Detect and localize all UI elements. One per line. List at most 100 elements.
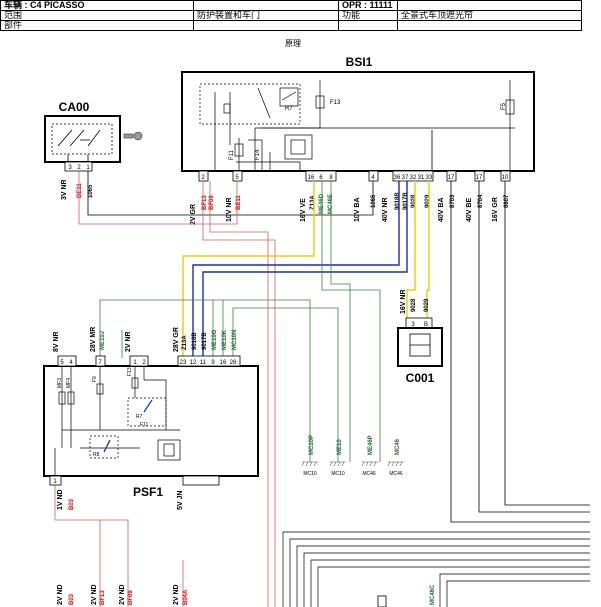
conn-psf-c: 2V NR xyxy=(125,331,132,352)
pin-ca00-1: 2 xyxy=(77,165,81,171)
f13-psf-label: F13 xyxy=(127,367,133,376)
pin-psf-b: 7 xyxy=(98,360,102,366)
mf4-label: MF4 xyxy=(66,378,72,388)
pin-psf-d4: 16 xyxy=(220,360,227,366)
c001-pins xyxy=(405,317,433,329)
ground-wire-me46p: ME46P xyxy=(368,435,374,455)
vehicle-value: : C4 PICASSO xyxy=(24,0,85,10)
psf1-top-pins xyxy=(57,355,241,367)
pin-psf-c1: 2 xyxy=(142,360,146,366)
wire-9017b-psf: 9017B xyxy=(202,332,208,350)
ground-mc46: MC46 MC46 xyxy=(387,438,404,477)
ground-mc10p: MC10P MC10 xyxy=(301,435,318,477)
bottom-connector xyxy=(377,595,387,607)
bsi1-pins xyxy=(198,170,511,182)
pin-psf-a1: 4 xyxy=(69,360,73,366)
pin-bsi-f: 17 xyxy=(448,175,455,181)
wire-me10k: ME10K xyxy=(222,329,228,350)
ca00-box xyxy=(44,115,121,163)
ground-wire-mc10p: MC10P xyxy=(309,435,315,455)
wire-b03: B03 xyxy=(69,593,75,605)
wire-9029-c001: 9029 xyxy=(424,298,430,312)
key-icon xyxy=(123,131,143,141)
wires-black xyxy=(87,171,590,523)
conn-bsi-e: 40V NR xyxy=(382,197,389,222)
pin-ca00-2: 1 xyxy=(86,165,90,171)
conn-psf-d: 28V GR xyxy=(173,327,180,352)
wire-me10j: ME10J xyxy=(100,331,106,350)
wire-be11-ca00: BE11 xyxy=(77,183,83,198)
wires-yellow xyxy=(182,181,430,358)
pin-bsi-d: 4 xyxy=(371,175,375,181)
c001-box xyxy=(397,327,443,367)
wire-9017b-bsi: 9017B xyxy=(403,192,409,210)
header-table: 车辆 : C4 PICASSO OPR : 11111 范围 防护装置和车门 功… xyxy=(0,0,601,31)
conn-c001: 16V NR xyxy=(400,289,407,314)
vehicle-label: 车辆 xyxy=(4,0,23,10)
ground-ref-mc46: MC46 xyxy=(389,471,403,477)
pin-psf-d0: 23 xyxy=(180,360,187,366)
c001-title: C001 xyxy=(406,371,435,385)
conn-ca00: 3V NR xyxy=(61,179,68,200)
pin-bsi-c2: 8 xyxy=(329,175,333,181)
wires-red xyxy=(54,171,276,607)
f13-label: F13 xyxy=(330,100,341,106)
pin-psf-d1: 12 xyxy=(190,360,197,366)
pin-bsi-e2: 32 xyxy=(410,175,417,181)
conn-bottom-c: 2V ND xyxy=(91,584,98,605)
ground-ref-me46p: MC46 xyxy=(362,471,376,477)
mf3-label: MF3 xyxy=(57,378,63,388)
conn-bsi-h: 16V GR xyxy=(492,197,499,222)
wire-9018b-psf: 9018B xyxy=(192,332,198,350)
principle-title: 原理 xyxy=(285,39,301,48)
f11-psf-label: F11 xyxy=(140,422,148,428)
wire-1065-ca00: 1065 xyxy=(88,184,94,198)
wire-be11-bsi: BE11 xyxy=(236,195,242,210)
psf1-box xyxy=(43,365,259,477)
psf1-title: PSF1 xyxy=(133,485,163,499)
conn-psf-bottom: 5V JN xyxy=(177,491,184,510)
ca00-pins xyxy=(64,161,93,172)
ground-wire-me10: ME10 xyxy=(337,439,343,455)
wire-b03-main: B03 xyxy=(69,498,75,510)
bsi1-box xyxy=(181,71,535,172)
conn-bottom-b: 2V ND xyxy=(57,584,64,605)
pin-bsi-e1: 37 xyxy=(402,175,409,181)
pin-psf-d2: 11 xyxy=(200,360,207,366)
bottom-harness xyxy=(282,531,590,607)
bsi1-internal xyxy=(199,80,515,172)
f11-label: F11 xyxy=(229,149,235,160)
pin-bsi-c0: 16 xyxy=(308,175,315,181)
pin-bsi-c1: 6 xyxy=(319,175,323,181)
ground-ref-me10: MC10 xyxy=(331,471,345,477)
wire-9028-bsi: 9028 xyxy=(411,194,417,208)
wire-bf13: BF13 xyxy=(202,195,208,210)
ca00-switch xyxy=(51,123,113,162)
conn-bsi-g: 40V BE xyxy=(466,198,473,222)
wire-mc10n: MC10N xyxy=(232,330,238,350)
pin-bsi-a: 2 xyxy=(201,175,205,181)
bottom-wire-labels: B03 BF13 BF09 B04A xyxy=(69,589,189,605)
conn-psf-b: 28V MR xyxy=(90,327,97,352)
pin-c001-0: 3 xyxy=(411,322,415,328)
pin-psf-bottom: 1 xyxy=(53,479,57,485)
ground-wire-mc46: MC46 xyxy=(395,438,401,455)
pin-psf-d5: 26 xyxy=(230,360,237,366)
pin-bsi-h: 10 xyxy=(502,175,509,181)
ground-ref-mc10p: MC10 xyxy=(303,471,317,477)
psf-wire-labels: ME10J Z13A 9018B 9017B ME10G ME10K MC10N xyxy=(100,329,238,350)
wires-green xyxy=(99,181,381,462)
f14-label: F14 xyxy=(255,149,261,160)
pin-c001-1: B xyxy=(424,322,428,328)
pin-psf-c0: 1 xyxy=(133,360,137,366)
pin-bsi-b: 5 xyxy=(235,175,239,181)
pin-ca00-0: 3 xyxy=(68,165,72,171)
wire-bf09-bottom: BF09 xyxy=(128,590,134,605)
f9-label: F9 xyxy=(92,376,98,382)
wires-blue xyxy=(192,181,408,358)
wire-mc46c: MC46C xyxy=(430,584,436,605)
r7-label: R7 xyxy=(285,106,293,112)
wire-8704: 8704 xyxy=(478,194,484,208)
psf-inner-labels: MF3 MF4 F9 F13 R7 F11 R8 xyxy=(57,367,148,458)
